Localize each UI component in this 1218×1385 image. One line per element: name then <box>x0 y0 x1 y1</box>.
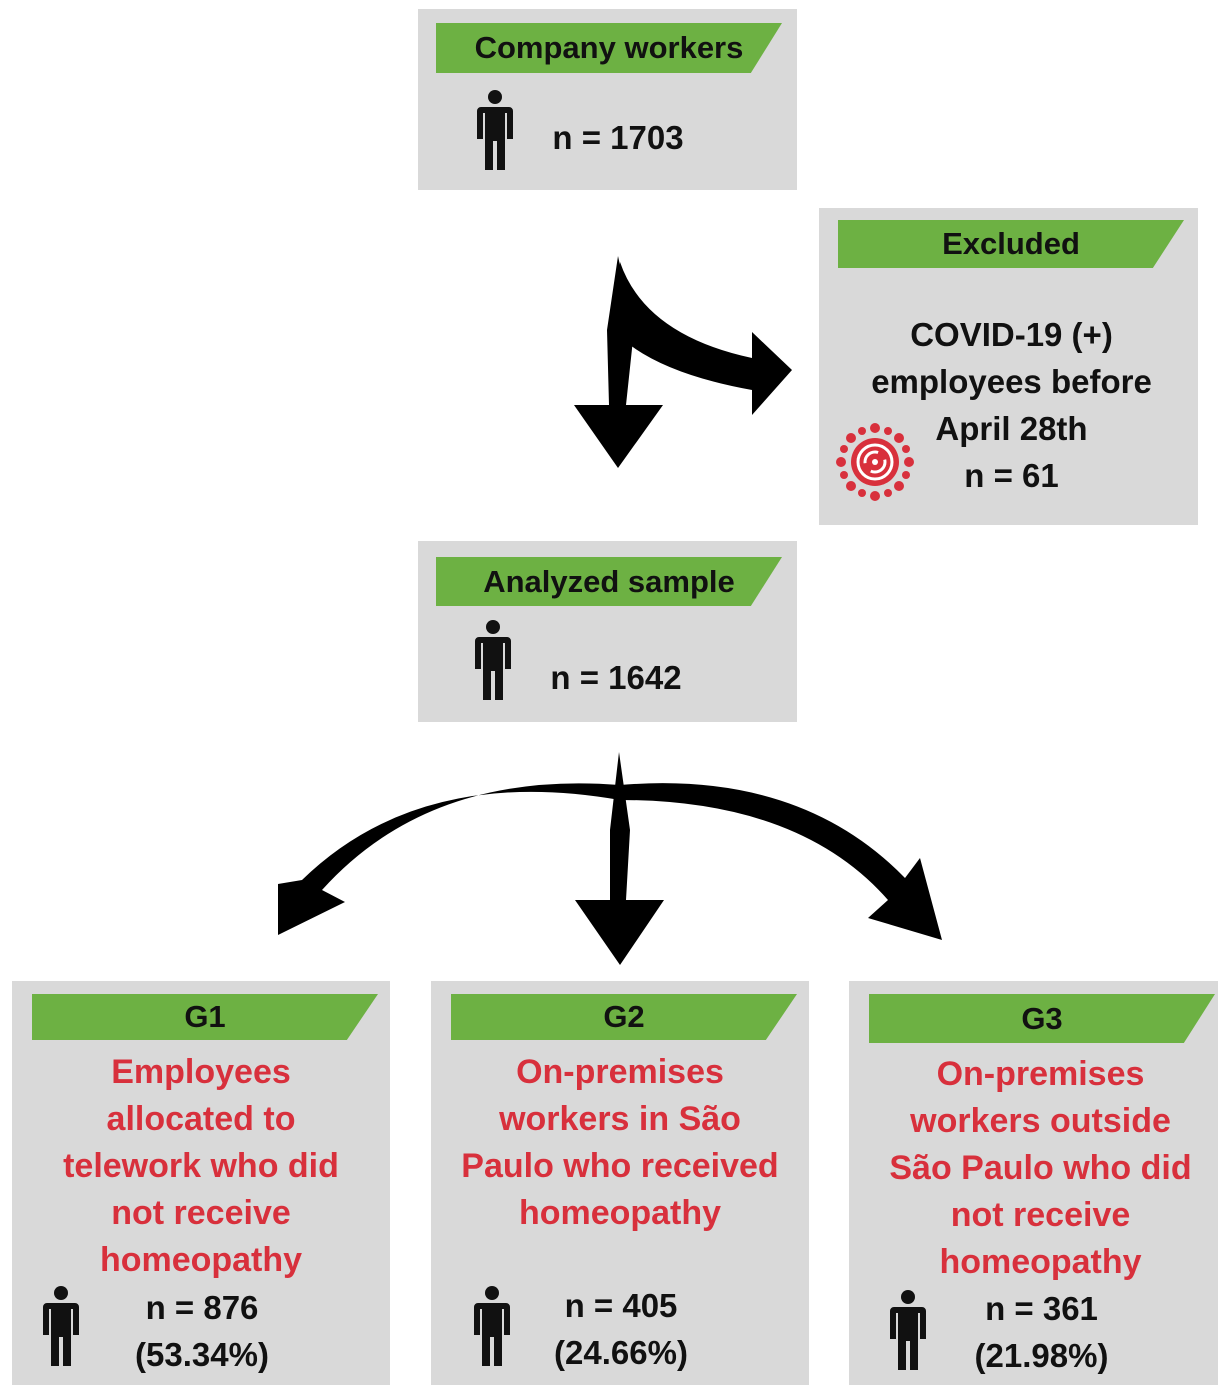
group-g2-desc-4: homeopathy <box>518 1194 722 1232</box>
group-g2-desc-1: On-premises <box>516 1053 724 1091</box>
group-g3-title: G3 <box>869 994 1215 1043</box>
arrow-to-excluded <box>613 262 792 415</box>
group-g2-desc-2: workers in São <box>499 1100 741 1138</box>
person-icon <box>43 1286 79 1366</box>
arrow-to-g3 <box>620 783 942 940</box>
analyzed-sample-count: n = 1642 <box>550 659 682 696</box>
person-icon <box>474 1286 510 1366</box>
group-g2-count: n = 405 <box>564 1287 678 1324</box>
company-workers-count: n = 1703 <box>552 119 684 156</box>
group-g2-percent: (24.66%) <box>554 1334 688 1371</box>
analyzed-sample-title: Analyzed sample <box>436 557 782 606</box>
group-g3-count: n = 361 <box>985 1290 1098 1327</box>
virus-icon <box>836 423 914 501</box>
group-g1-box: G1 Employees allocated to telework who d… <box>12 981 390 1385</box>
group-g1-desc-2: allocated to <box>106 1100 296 1138</box>
group-g1-percent: (53.34%) <box>135 1336 269 1373</box>
person-icon <box>475 620 511 700</box>
excluded-count: n = 61 <box>964 457 1059 494</box>
group-g1-desc-4: not receive <box>111 1194 291 1232</box>
company-workers-box: Company workers n = 1703 <box>418 9 797 190</box>
company-workers-title: Company workers <box>436 23 782 73</box>
group-g2-box: G2 On-premises workers in São Paulo who … <box>431 981 809 1385</box>
group-g1-desc-1: Employees <box>111 1053 291 1091</box>
excluded-line-1: COVID-19 (+) <box>910 316 1113 353</box>
excluded-title: Excluded <box>838 220 1184 268</box>
group-g1-desc-5: homeopathy <box>99 1241 303 1279</box>
arrow-to-g2 <box>575 752 664 965</box>
group-g2-title: G2 <box>451 994 797 1040</box>
group-g3-desc-4: not receive <box>950 1196 1131 1234</box>
group-g3-desc-3: São Paulo who did <box>889 1149 1192 1187</box>
group-g1-desc-3: telework who did <box>63 1147 339 1185</box>
group-g1-title: G1 <box>32 994 378 1040</box>
group-g3-desc-5: homeopathy <box>939 1243 1142 1281</box>
person-icon <box>890 1290 926 1370</box>
excluded-line-3: April 28th <box>935 410 1088 447</box>
group-g3-percent: (21.98%) <box>974 1337 1109 1374</box>
group-g3-desc-2: workers outside <box>910 1102 1171 1140</box>
arrow-down-analyzed <box>574 256 663 468</box>
arrow-to-g1 <box>278 783 620 935</box>
person-icon <box>477 90 513 170</box>
group-g1-count: n = 876 <box>145 1289 259 1326</box>
excluded-line-2: employees before <box>871 363 1152 400</box>
group-g3-box: G3 On-premises workers outside São Paulo… <box>849 981 1218 1385</box>
group-g3-desc-1: On-premises <box>936 1055 1145 1093</box>
group-g2-desc-3: Paulo who received <box>461 1147 779 1185</box>
excluded-box: Excluded COVID-19 (+) employees before A… <box>819 208 1198 525</box>
analyzed-sample-box: Analyzed sample n = 1642 <box>418 541 797 722</box>
